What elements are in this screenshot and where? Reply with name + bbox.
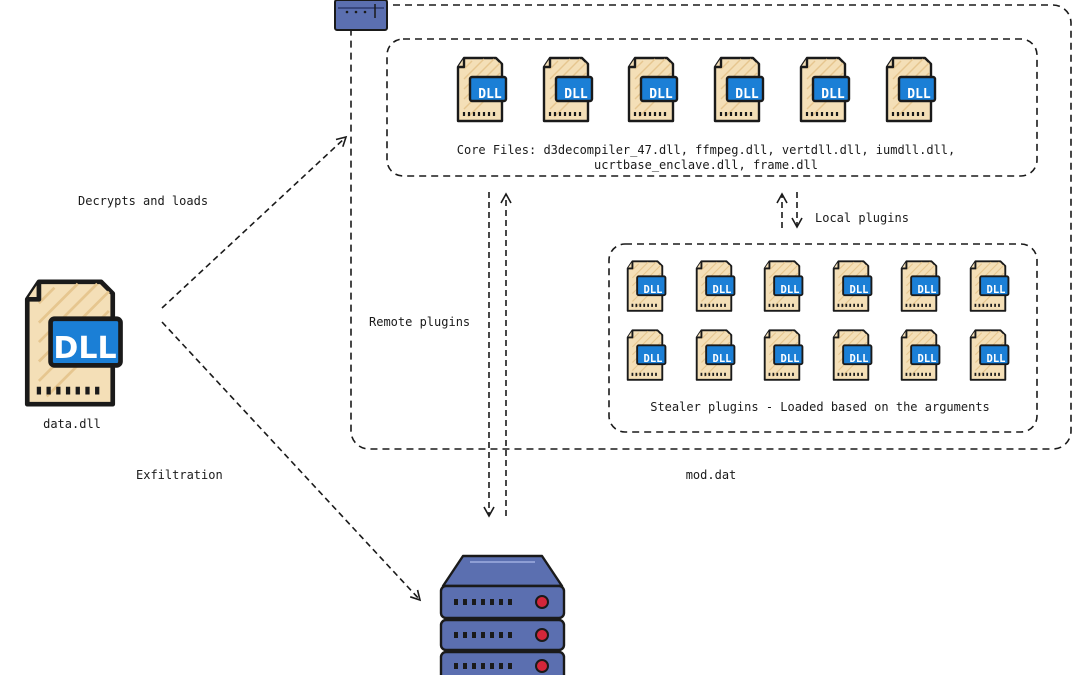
dll-badge-label: DLL [53, 331, 116, 366]
dll-badge-label: DLL [713, 284, 732, 296]
mod-dat-container [350, 4, 1072, 450]
dll-badge-label: DLL [987, 284, 1006, 296]
dll-badge-label: DLL [564, 87, 588, 102]
stealer-plugins-box [608, 243, 1038, 433]
dll-badge-label: DLL [478, 87, 502, 102]
dll-badge-label: DLL [781, 353, 800, 365]
dll-badge-label: DLL [907, 87, 931, 102]
dll-badge-label: DLL [713, 353, 732, 365]
decrypts-arrow [161, 135, 348, 309]
dll-badge-label: DLL [644, 353, 663, 365]
mod-dat-label: mod.dat [686, 468, 737, 482]
decrypts-label: Decrypts and loads [78, 194, 208, 208]
dll-badge-label: DLL [735, 87, 759, 102]
core-files-caption-line1: Core Files: d3decompiler_47.dll, ffmpeg.… [457, 143, 956, 157]
data-dll-label: data.dll [43, 417, 101, 431]
remote-plugins-label: Remote plugins [369, 315, 470, 329]
dll-badge-label: DLL [918, 284, 937, 296]
dll-badge-label: DLL [781, 284, 800, 296]
local-plugins-label: Local plugins [815, 211, 909, 225]
core-files-box [386, 38, 1038, 177]
dll-badge-label: DLL [850, 284, 869, 296]
dll-badge-label: DLL [918, 353, 937, 365]
stealer-plugins-caption: Stealer plugins - Loaded based on the ar… [650, 400, 990, 414]
dll-badge-label: DLL [850, 353, 869, 365]
exfiltration-arrow [161, 321, 422, 602]
core-files-caption-line2: ucrtbase_enclave.dll, frame.dll [594, 158, 818, 172]
stealer-plugin-icons [626, 260, 1010, 381]
dll-badge-label: DLL [987, 353, 1006, 365]
dll-badge-label: DLL [821, 87, 845, 102]
core-file-icons [456, 56, 937, 123]
dll-badge-label: DLL [644, 284, 663, 296]
dll-badge-label: DLL [649, 87, 673, 102]
container-tab-icon [334, 0, 388, 31]
server-icon [439, 554, 566, 675]
exfiltration-label: Exfiltration [136, 468, 223, 482]
